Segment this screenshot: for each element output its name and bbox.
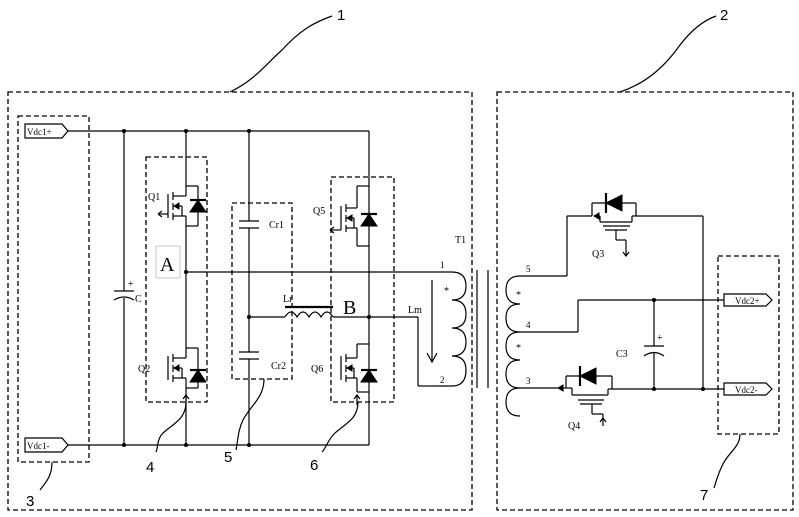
node-b-label: B	[343, 297, 356, 319]
callout-4-label: 4	[146, 459, 154, 476]
q1-mosfet	[157, 182, 207, 230]
node-a-label: A	[160, 254, 175, 276]
callout-1-leader	[229, 15, 333, 93]
c-plate-bottom	[113, 296, 135, 301]
lr-coil	[284, 311, 334, 319]
q3-mosfet	[591, 193, 637, 257]
vdc2-pos-port	[723, 293, 773, 307]
c-label: C	[135, 294, 142, 305]
cr1-label: Cr1	[269, 220, 284, 231]
node-a-junction	[184, 270, 188, 274]
t1-p2: 2	[440, 375, 445, 385]
block-3-input-ports	[17, 115, 90, 463]
callout-1-label: 1	[337, 7, 345, 24]
q1-label: Q1	[148, 192, 160, 203]
t1-s3: 3	[526, 376, 531, 386]
t1-primary-coil	[451, 271, 467, 387]
callout-3-leader	[39, 461, 53, 491]
callout-6-label: 6	[310, 457, 318, 474]
callout-2-label: 2	[720, 7, 728, 24]
callout-5-label: 5	[224, 449, 232, 466]
c-node-top	[122, 129, 126, 133]
block-5-resonant-caps	[231, 202, 293, 380]
callout-4-leader	[155, 401, 187, 453]
leg-a-bottom-node	[184, 443, 188, 447]
cr-bottom-node	[247, 443, 251, 447]
q6-label: Q6	[311, 364, 323, 375]
vdc1-pos-port	[24, 123, 69, 139]
block-4-bridge-leg-a	[145, 156, 208, 403]
callout-5-leader	[235, 378, 265, 451]
t1-s5: 5	[526, 264, 531, 274]
cr2-label: Cr2	[271, 361, 286, 372]
vdc1-neg-port	[24, 437, 69, 453]
q3-label: Q3	[592, 249, 604, 260]
node-a-box	[155, 245, 181, 279]
callout-7-leader	[713, 433, 741, 489]
c3-plate-bottom	[643, 351, 665, 357]
lr-label: Lr	[283, 294, 293, 305]
vdc1-pos-label: Vdc1+	[27, 127, 52, 137]
t1-dot-sec-top: *	[516, 290, 521, 301]
t1-dot-primary: *	[444, 286, 449, 297]
q6-mosfet	[340, 343, 378, 405]
q5-mosfet	[329, 185, 378, 247]
cr-top-node	[247, 129, 251, 133]
t1-p1: 1	[440, 260, 445, 270]
block-1-primary	[7, 91, 473, 511]
q2-mosfet	[167, 346, 207, 405]
callout-6-leader	[321, 401, 359, 453]
c-plus: +	[128, 279, 134, 290]
vdc2-pos-label: Vdc2+	[735, 296, 760, 306]
t1-label: T1	[455, 235, 466, 246]
leg-a-top-node	[184, 129, 188, 133]
q4-label: Q4	[568, 421, 580, 432]
c3-label: C3	[616, 349, 628, 360]
t1-dot-sec-bottom: *	[516, 343, 521, 354]
lm-label: Lm	[408, 305, 422, 316]
vdc2-neg-label: Vdc2-	[735, 385, 758, 395]
q2-label: Q2	[138, 364, 150, 375]
vdc2-neg-port	[723, 382, 773, 396]
callout-3-label: 3	[26, 493, 34, 510]
t1-s4: 4	[526, 320, 531, 330]
callout-7-label: 7	[700, 487, 708, 504]
callout-2-leader	[619, 15, 717, 93]
t1-lm-bar-cap	[426, 352, 438, 364]
q5-label: Q5	[313, 206, 325, 217]
c3-plus: +	[657, 333, 663, 344]
block-7-output-ports	[717, 255, 780, 435]
q4-mosfet	[556, 366, 613, 426]
c-node-bottom	[122, 443, 126, 447]
vdc1-neg-label: Vdc1-	[27, 441, 50, 451]
block-2-secondary	[496, 91, 794, 511]
t1-secondary-coil	[505, 275, 521, 417]
